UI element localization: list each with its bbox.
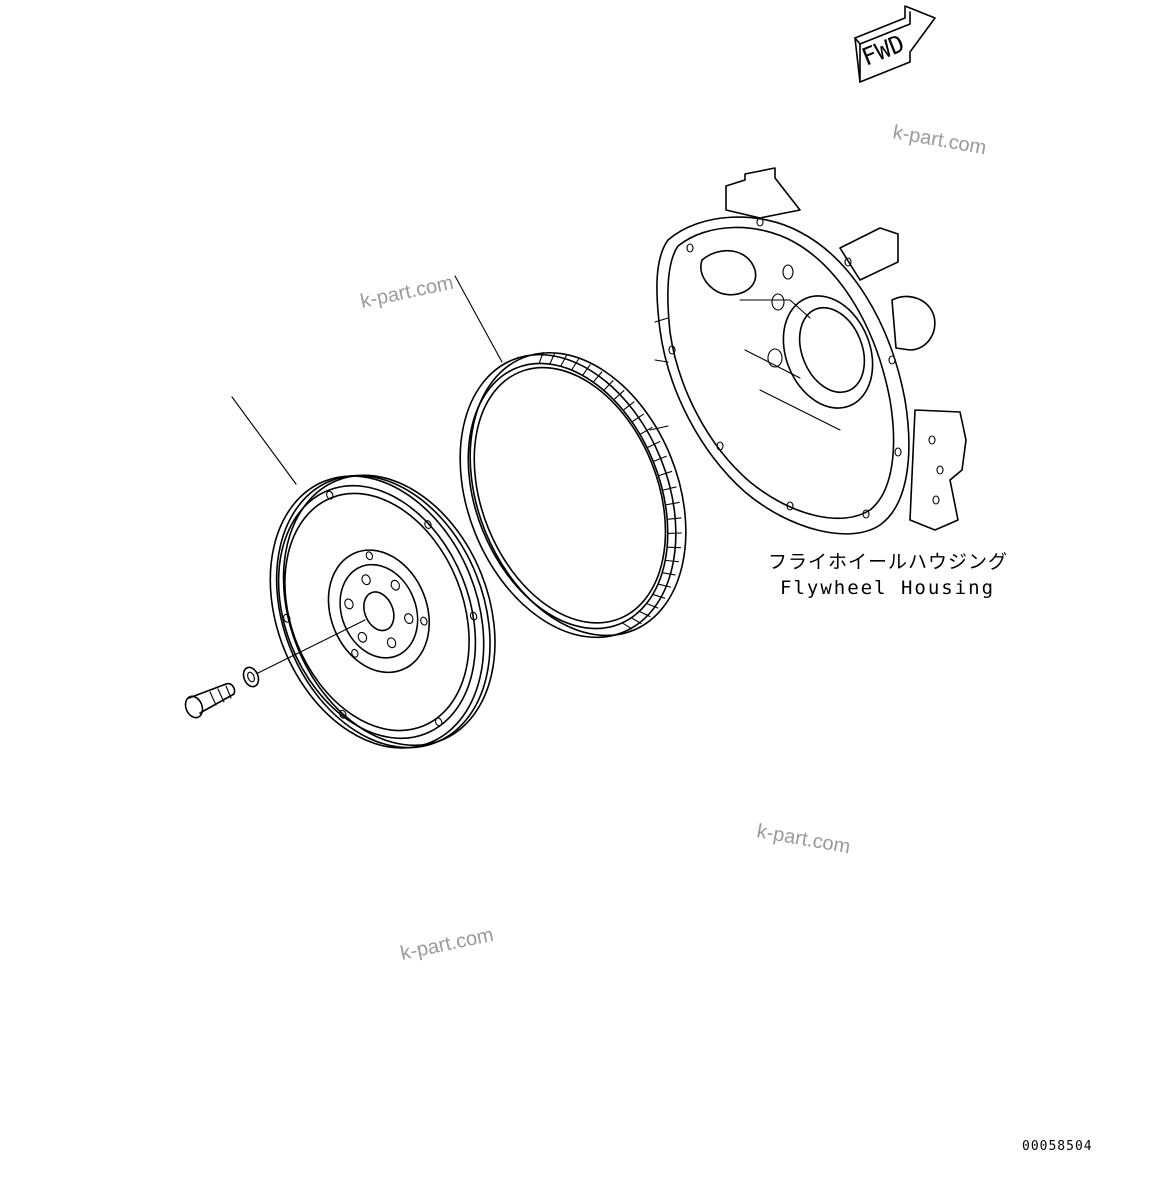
gear-tooth: [666, 546, 682, 549]
housing-label-jp: フライホイールハウジング: [768, 551, 1008, 573]
gear-tooth: [538, 351, 544, 365]
gear-tooth: [621, 622, 633, 630]
gear-tooth: [638, 610, 651, 618]
gear-tooth: [667, 532, 682, 535]
bolt-axis-line: [257, 619, 366, 674]
gear-tooth: [645, 602, 659, 609]
watermark: k-part.com: [398, 924, 495, 965]
flywheel-housing: [649, 167, 967, 535]
gear-tooth: [666, 517, 682, 520]
fwd-arrow-icon: FWD: [854, 5, 936, 83]
gear-tooth: [639, 426, 653, 436]
bolt: [184, 682, 236, 719]
flywheel-leader-line: [231, 396, 297, 485]
gear-tooth: [581, 364, 591, 376]
gear-tooth: [657, 583, 672, 588]
gear-tooth: [571, 358, 579, 371]
gear-tooth: [657, 470, 673, 477]
gear-tooth: [592, 371, 603, 383]
gear-tooth: [664, 501, 680, 506]
gear-tooth: [549, 352, 556, 365]
gear-tooth: [603, 380, 614, 391]
washer: [242, 666, 260, 688]
gear-tooth: [560, 354, 568, 367]
gear-tooth: [630, 617, 642, 624]
gear-tooth: [664, 559, 680, 563]
gear-tooth: [652, 593, 666, 599]
gear-tooth: [613, 390, 625, 401]
gear-tooth: [631, 413, 644, 423]
gear-tooth: [622, 401, 635, 411]
flywheel: [269, 474, 496, 749]
watermark: k-part.com: [358, 272, 455, 313]
gear-tooth: [652, 455, 667, 463]
watermark: k-part.com: [755, 820, 852, 858]
gear-tooth: [661, 486, 677, 491]
watermark: k-part.com: [891, 121, 988, 159]
gear-tooth: [661, 572, 676, 576]
gear-tooth: [646, 441, 661, 449]
ring-gear-leader-line: [454, 275, 503, 363]
housing-label-en: Flywheel Housing: [780, 577, 995, 599]
document-number: 00058504: [1022, 1139, 1093, 1154]
ring-gear: [459, 351, 687, 639]
